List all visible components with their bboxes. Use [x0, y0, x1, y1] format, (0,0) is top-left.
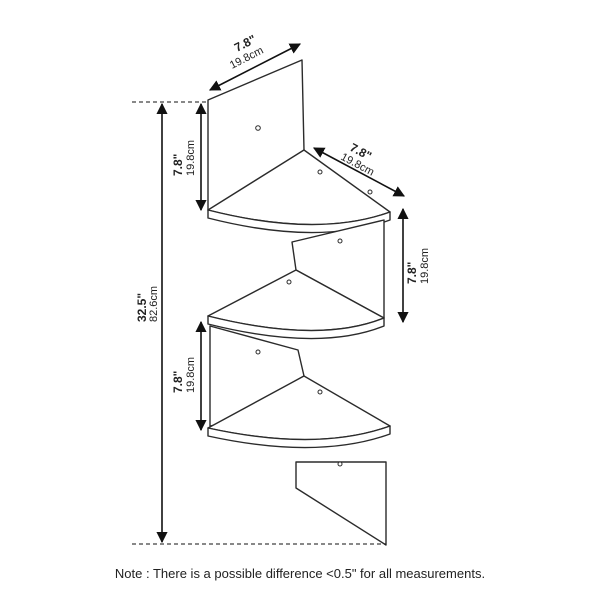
corner-shelf [207, 59, 391, 546]
dim-top-gap-cm: 19.8cm [185, 140, 197, 176]
dim-total-height-cm: 82.6cm [148, 286, 160, 322]
bottom-shelf-front-edge [207, 425, 391, 449]
measurement-note: Note : There is a possible difference <0… [114, 566, 486, 581]
dim-bottom-gap-cm: 19.8cm [185, 357, 197, 393]
dim-total-height: 32.5" 82.6cm [132, 101, 386, 545]
dim-mid-gap-cm: 19.8cm [419, 248, 431, 284]
dim-top-gap-inches: 7.8" [171, 154, 185, 176]
dim-top-gap: 7.8" 19.8cm [171, 102, 207, 212]
dim-bottom-gap-inches: 7.8" [171, 371, 185, 393]
middle-shelf-front-edge [207, 315, 385, 340]
dim-total-height-inches: 32.5" [135, 293, 149, 322]
top-shelf-front-edge [207, 209, 391, 234]
bottom-back-panel [295, 461, 387, 546]
dim-mid-gap-inches: 7.8" [405, 262, 419, 284]
top-panel-hole [255, 125, 261, 131]
dim-mid-gap: 7.8" 19.8cm [397, 207, 431, 324]
dim-bottom-gap: 7.8" 19.8cm [171, 320, 207, 432]
